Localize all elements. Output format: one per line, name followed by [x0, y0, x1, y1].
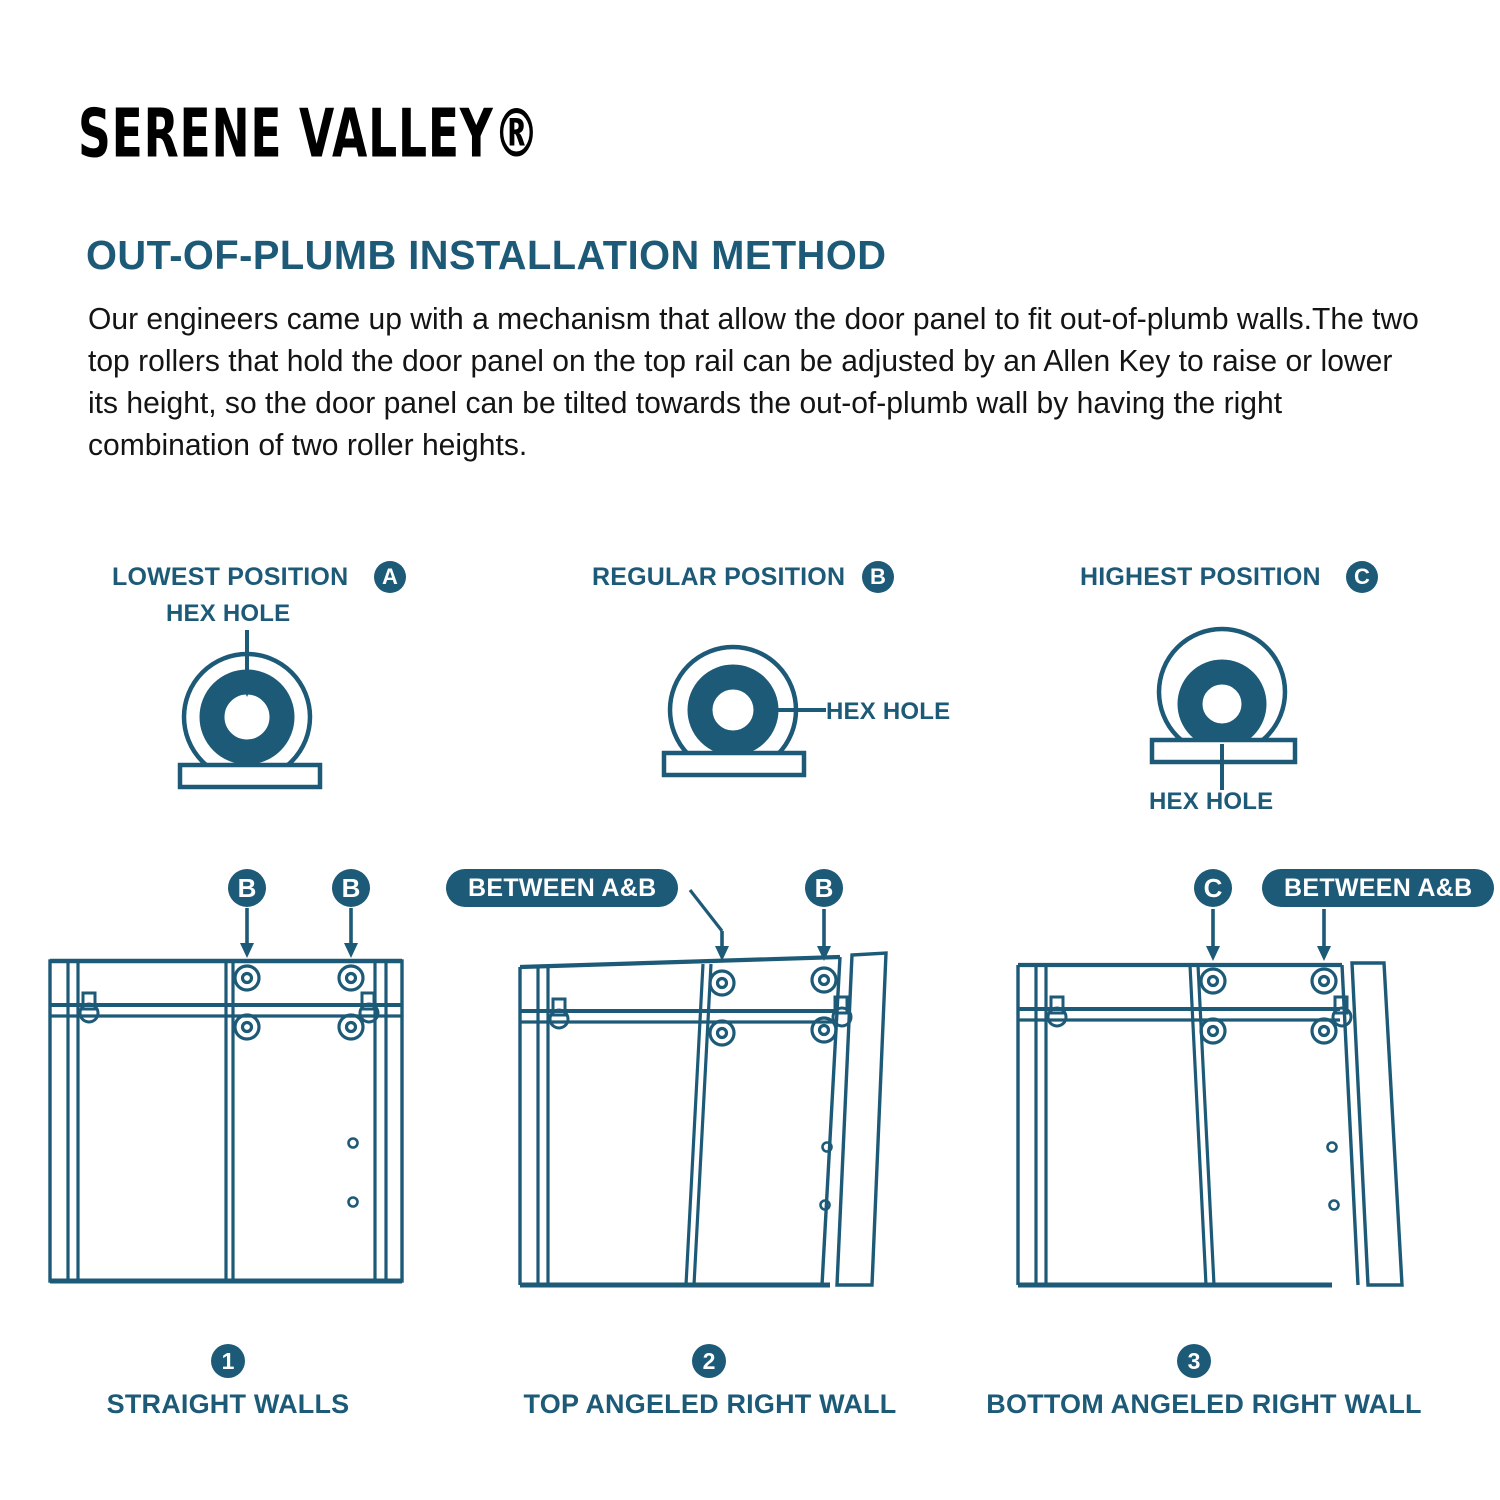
badge-c: C — [1346, 561, 1378, 593]
roller-a-illustration — [177, 630, 323, 790]
roller-c-title: HIGHEST POSITION — [1080, 563, 1321, 591]
roller-a-title: LOWEST POSITION — [112, 563, 349, 591]
diagram-3-number: 3 — [1177, 1344, 1211, 1378]
diagram-1-door — [48, 908, 404, 1284]
badge-b: B — [862, 561, 894, 593]
brand-logo: SERENE VALLEY® — [78, 95, 541, 173]
roller-b-hex-label: HEX HOLE — [826, 698, 951, 725]
badge-a: A — [374, 561, 406, 593]
diagram-3-door — [1016, 909, 1404, 1288]
diagram-3-left-marker: C — [1194, 869, 1232, 907]
diagram-1-number: 1 — [211, 1344, 245, 1378]
roller-a-hex-label: HEX HOLE — [166, 600, 291, 627]
intro-paragraph: Our engineers came up with a mechanism t… — [88, 302, 1419, 462]
diagram-2-number: 2 — [692, 1344, 726, 1378]
diagram-1-right-marker: B — [332, 869, 370, 907]
diagram-2-left-marker: BETWEEN A&B — [446, 869, 679, 907]
page-title: OUT-OF-PLUMB INSTALLATION METHOD — [86, 232, 887, 278]
diagram-3-caption: BOTTOM ANGELED RIGHT WALL — [986, 1389, 1422, 1419]
diagram-1-left-marker: B — [228, 869, 266, 907]
roller-c-hex-label: HEX HOLE — [1149, 788, 1274, 815]
roller-b-title: REGULAR POSITION — [592, 563, 846, 591]
diagram-1-caption: STRAIGHT WALLS — [106, 1389, 350, 1419]
diagram-2-caption: TOP ANGELED RIGHT WALL — [523, 1389, 897, 1419]
diagram-2-door — [518, 889, 888, 1288]
roller-b-illustration — [661, 644, 826, 778]
diagram-2-right-marker: B — [805, 869, 843, 907]
diagram-3-right-marker: BETWEEN A&B — [1262, 869, 1495, 907]
roller-c-illustration — [1149, 626, 1298, 790]
